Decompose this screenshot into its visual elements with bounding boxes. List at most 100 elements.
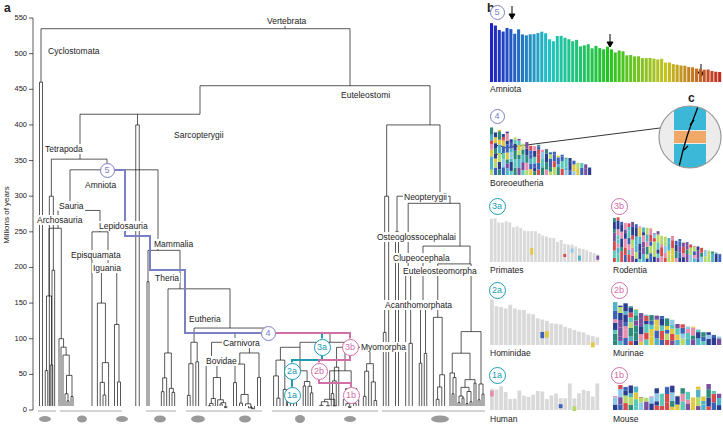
chart-bar bbox=[565, 157, 568, 159]
chart-bar bbox=[568, 171, 571, 175]
chart-bar bbox=[595, 337, 599, 345]
callout-circle: 1b bbox=[343, 387, 360, 404]
chart-bar bbox=[675, 324, 679, 328]
tree-branch bbox=[105, 303, 106, 363]
tree-branch bbox=[61, 347, 62, 406]
underline bbox=[272, 411, 378, 412]
chart-bar bbox=[629, 328, 633, 337]
chart-bar bbox=[510, 139, 513, 142]
chart-bar bbox=[586, 391, 590, 410]
tree-branch bbox=[419, 363, 420, 406]
chart-bar bbox=[577, 332, 581, 345]
tree-branch bbox=[452, 394, 453, 406]
chart-bar bbox=[696, 390, 700, 398]
chart-bar bbox=[697, 258, 700, 262]
tree-branch bbox=[349, 404, 350, 408]
chart-bar bbox=[660, 319, 664, 326]
tree-branch bbox=[171, 353, 172, 388]
chart-bar bbox=[664, 246, 667, 253]
chart-bar bbox=[649, 321, 653, 325]
chart-bar bbox=[660, 256, 663, 262]
tree-branch bbox=[334, 367, 335, 381]
tree-branch bbox=[331, 394, 332, 406]
tree-branch bbox=[430, 86, 431, 125]
tree-branch bbox=[474, 383, 475, 406]
chart-bar bbox=[670, 401, 674, 407]
chart-bar bbox=[613, 319, 617, 322]
tree-branch bbox=[421, 363, 422, 406]
chart-bar bbox=[711, 251, 714, 253]
chart-bar bbox=[553, 161, 556, 167]
tree-branch bbox=[368, 371, 369, 406]
tree-branch bbox=[198, 362, 199, 406]
tick-label: 150 bbox=[0, 298, 27, 308]
tree-branch bbox=[376, 401, 377, 406]
callout-number: 5 bbox=[494, 7, 499, 17]
chart-bar bbox=[561, 169, 564, 175]
silhouette bbox=[344, 416, 356, 422]
chart-bar bbox=[533, 146, 536, 151]
chart-bar bbox=[490, 144, 493, 150]
chart-bar bbox=[531, 395, 535, 410]
chart-bar bbox=[664, 237, 667, 242]
chart-bar bbox=[490, 219, 493, 262]
tree-branch bbox=[358, 400, 359, 406]
chart-bar bbox=[623, 391, 627, 396]
chart-bar bbox=[653, 233, 656, 235]
tree-branch bbox=[470, 402, 471, 406]
chart-bar bbox=[583, 45, 586, 82]
tree-branch bbox=[278, 376, 279, 398]
chart-bar bbox=[510, 143, 513, 149]
chart-bar bbox=[700, 257, 703, 262]
chart-bar bbox=[620, 251, 623, 258]
arrowhead bbox=[509, 14, 515, 19]
chart-bar bbox=[644, 316, 648, 321]
chart-bar bbox=[649, 325, 653, 329]
callout-circle: 4 bbox=[261, 326, 276, 341]
chart-bar bbox=[628, 250, 631, 254]
tree-branch bbox=[472, 402, 473, 406]
chart-bar bbox=[641, 58, 644, 82]
chart-label: Amniota bbox=[490, 84, 521, 94]
chart-bar bbox=[529, 146, 532, 151]
chart-bar bbox=[536, 33, 539, 82]
tree-branch bbox=[437, 387, 438, 399]
tree-branch bbox=[426, 353, 427, 406]
chart-bar bbox=[649, 229, 652, 235]
chart-bar bbox=[498, 30, 501, 82]
chart-bar bbox=[505, 28, 508, 82]
chart-bar bbox=[495, 306, 499, 345]
chart-bar bbox=[618, 405, 622, 410]
tree-branch bbox=[29, 196, 33, 197]
chart-bar bbox=[624, 239, 627, 248]
chart-bar bbox=[545, 170, 548, 175]
chart-bar bbox=[533, 151, 536, 157]
chart-bar bbox=[697, 246, 700, 250]
chart-bar bbox=[525, 163, 528, 171]
chart-bar bbox=[645, 58, 648, 82]
chart-label: Rodentia bbox=[613, 265, 647, 275]
tree-branch bbox=[69, 355, 70, 375]
tree-branch bbox=[220, 377, 221, 399]
chart-bar bbox=[617, 217, 620, 220]
tree-branch bbox=[200, 85, 430, 86]
chart-bar bbox=[646, 228, 649, 235]
chart-bar bbox=[665, 386, 669, 388]
animal-silhouettes bbox=[39, 415, 449, 423]
tree-branch bbox=[102, 363, 103, 383]
tree-branch bbox=[459, 396, 460, 403]
chart-bar bbox=[664, 63, 667, 82]
tree-branch bbox=[338, 367, 339, 406]
tree-branch bbox=[329, 371, 330, 400]
chart-bar bbox=[707, 70, 710, 82]
chart-bar bbox=[521, 155, 524, 163]
chart-bar bbox=[497, 222, 500, 262]
chart-bar bbox=[718, 253, 721, 255]
tree-branch bbox=[164, 353, 165, 378]
tree-branch bbox=[436, 399, 437, 406]
chart-bar bbox=[642, 254, 645, 262]
chart-bar bbox=[678, 241, 681, 246]
chart-bar bbox=[655, 405, 659, 410]
chart-bar bbox=[686, 400, 690, 404]
chart-bar bbox=[634, 392, 638, 399]
